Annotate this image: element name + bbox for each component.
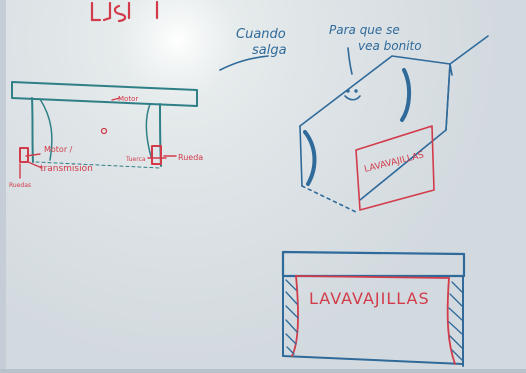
label-motor-transmision-1: Motor / <box>44 145 73 154</box>
annotation-arrows <box>220 48 360 100</box>
label-rueda: Rueda <box>178 153 203 162</box>
label-tuerca: Tuerca <box>125 156 146 163</box>
label-motor-transmision-2: transmision <box>40 164 93 174</box>
dishwasher-front-sketch <box>283 252 464 366</box>
label-cuando: Cuando <box>236 27 286 42</box>
label-ruedas: Ruedas <box>9 182 31 189</box>
top-partial-writing <box>92 2 157 21</box>
label-motor-top: Motor <box>118 95 138 103</box>
label-lavavajillas-big: LAVAVAJILLAS <box>309 289 430 308</box>
cabinet-3d-sketch <box>300 36 488 212</box>
label-para-que-se: Para que se <box>329 23 400 37</box>
label-vea-bonito: vea bonito <box>358 39 422 53</box>
label-salga: salga <box>252 43 287 58</box>
